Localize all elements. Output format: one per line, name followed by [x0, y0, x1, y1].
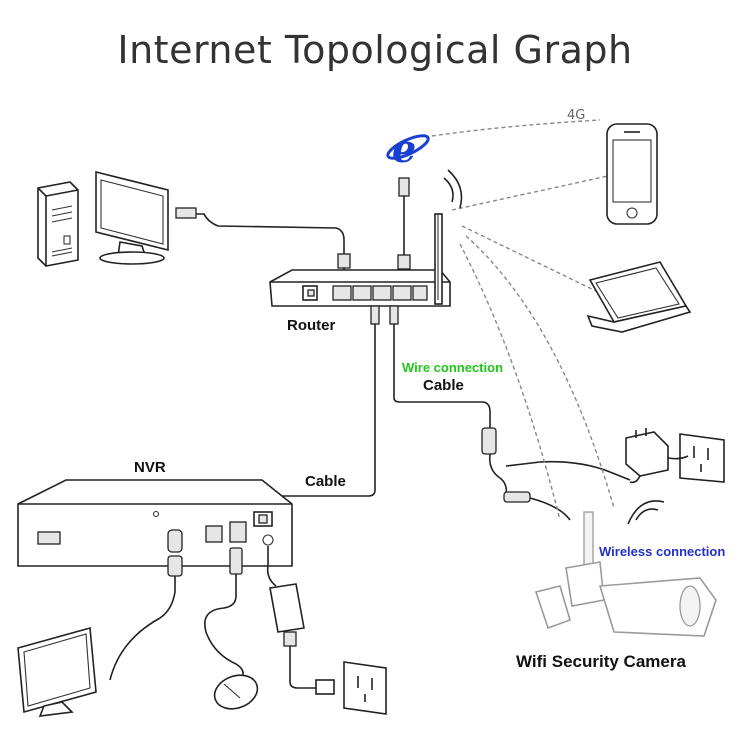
- wireless-links: [431, 119, 615, 521]
- router-icon: [269, 213, 451, 307]
- internet-explorer-icon: e: [386, 126, 430, 171]
- monitor-icon: [95, 170, 169, 265]
- wireless-connection-label: Wireless connection: [599, 544, 726, 559]
- nvr-label: NVR: [134, 459, 166, 476]
- wall-socket-icon: [679, 433, 725, 483]
- router-label: Router: [287, 317, 336, 334]
- svg-text:e: e: [392, 126, 416, 171]
- smartphone-icon: [606, 123, 658, 225]
- wire-connection-label: Wire connection: [402, 360, 504, 375]
- router-camera-cable: [389, 305, 631, 521]
- nvr-monitor-cable: [109, 555, 183, 681]
- internet-cable: [397, 177, 411, 270]
- pc-router-cable: [175, 207, 351, 270]
- mouse-icon: [204, 547, 259, 710]
- nvr-power-adapter-icon: [266, 546, 335, 695]
- diagram-title: Internet Topological Graph: [117, 28, 633, 72]
- nvr-icon: [17, 479, 293, 567]
- nvr-monitor-icon: [17, 626, 97, 717]
- wifi-signal-icon: [443, 169, 463, 209]
- nvr-cable-label: Cable: [305, 473, 346, 490]
- camera-wifi-signal-icon: [627, 500, 665, 525]
- laptop-icon: [586, 261, 692, 333]
- cellular-label: 4G: [567, 108, 586, 123]
- router-cable-label: Cable: [423, 377, 464, 394]
- nvr-wall-socket-icon: [343, 661, 387, 715]
- power-adapter-icon: [625, 428, 689, 484]
- camera-label: Wifi Security Camera: [516, 652, 686, 671]
- security-camera-icon: [534, 511, 717, 637]
- desktop-pc-icon: [37, 181, 79, 267]
